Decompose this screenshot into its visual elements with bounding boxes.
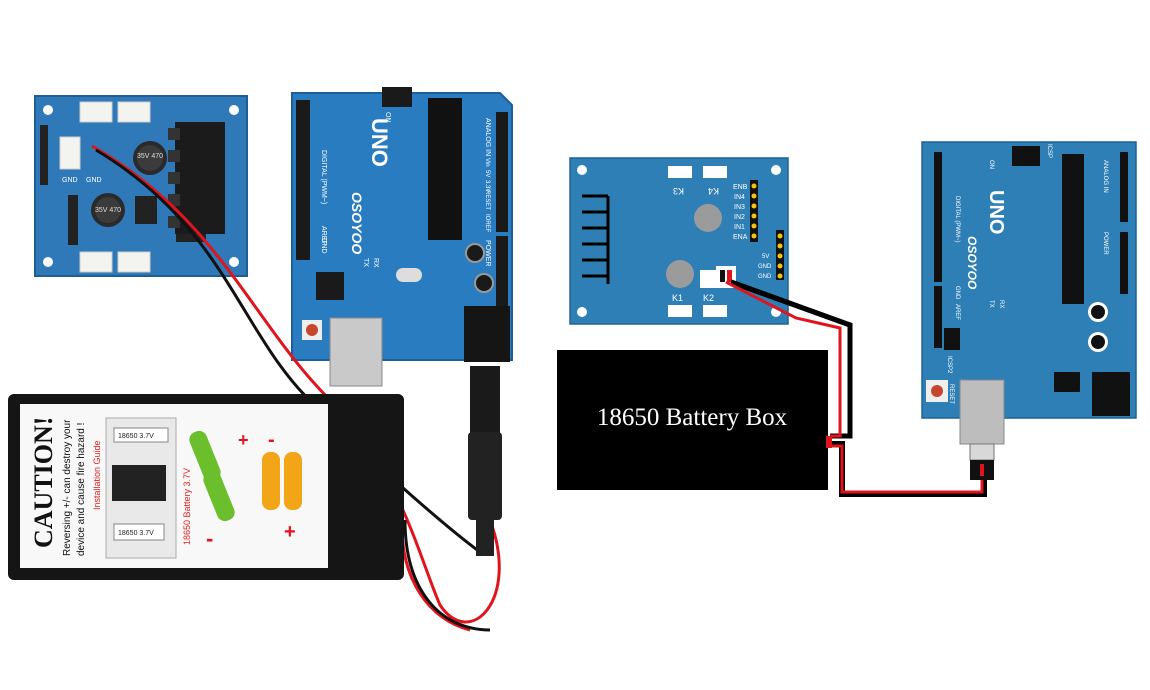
diagram-panel: K3 K4 K1 K2 ENB IN4 IN3 IN2 IN1 ENA [557,141,1137,497]
diagram-arduino-digital: DIGITAL (PWM~) [954,196,960,243]
photo-arduino-tx: TX [362,258,369,267]
photo-battery-spec: 18650 Battery 3.7V [182,468,192,545]
photo-motor-driver-board: 35V 470 35V 470 GND GND [34,95,248,277]
diagram-pin-ena: ENA [733,234,748,241]
diagram-pin-in4: IN4 [734,194,745,201]
diagram-arduino-rx: RX [998,300,1004,308]
diagram-k4-label: K4 [708,186,719,196]
diagram-arduino-brand: OSOYOO [965,236,979,290]
photo-arduino-rx: RX [372,258,379,268]
photo-arduino-ioref: IOREF [484,214,490,233]
diagram-pin-in1: IN1 [734,224,745,231]
diagram-pin-in3: IN3 [734,204,745,211]
diagram-arduino-icsp2: ICSP2 [946,356,952,374]
diagram-pin-gnd1: GND [758,264,772,270]
photo-arduino-model: UNO [367,118,392,167]
photo-plus-1: + [238,430,249,450]
photo-cap1-label: 35V 470 [137,153,163,160]
diagram-k3-label: K3 [673,186,684,196]
diagram-pin-enb: ENB [733,184,748,191]
diagram-arduino-reset: RESET [948,384,954,404]
photo-arduino-analog: ANALOG IN [484,118,491,156]
diagram-k1-label: K1 [672,293,683,303]
diagram-pin-5v: 5V [762,254,769,260]
diagram-arduino-on: ON [988,160,994,169]
photo-arduino-brand: OSOYOO [349,192,365,254]
photo-minus-1: - [206,526,213,551]
photo-arduino-vin: Vin [484,158,490,167]
photo-caution-title: CAUTION! [29,417,58,548]
diagram-arduino-tx: TX [988,300,994,308]
photo-gnd1-label: GND [62,177,78,184]
photo-battery-box: CAUTION! Reversing +/- can destroy your … [8,394,404,580]
photo-plus-2: + [284,521,296,543]
diagram-arduino-power: POWER [1102,232,1108,255]
photo-arduino-digital: DIGITAL (PWM~) [320,150,327,204]
photo-caution-line2: device and cause fire hazard ! [76,423,87,556]
photo-arduino-3v3: 3.3V [484,180,490,192]
photo-gnd2-label: GND [86,177,102,184]
photo-panel: 35V 470 35V 470 GND GND [8,87,513,632]
diagram-arduino-gnd: GND [954,286,960,300]
diagram-pin-in2: IN2 [734,214,745,221]
diagram-arduino-board: UNO OSOYOO DIGITAL (PWM~) ON ICSP ICSP2 … [921,141,1137,480]
diagram-motor-driver-board: K3 K4 K1 K2 ENB IN4 IN3 IN2 IN1 ENA [569,157,789,325]
diagram-battery-box: 18650 Battery Box [557,350,832,490]
diagram-pin-gnd2: GND [758,274,772,280]
photo-arduino-reset: RESET [484,190,490,210]
photo-caution-line1: Reversing +/- can destroy your [62,419,73,556]
photo-minus-2: - [268,429,275,451]
photo-arduino-5v: 5V [484,170,490,177]
diagram-driver-pins [751,183,757,239]
photo-guide-label: Installation Guide [92,440,102,510]
photo-dc-plug [468,366,502,556]
photo-arduino-power: POWER [484,240,491,266]
photo-cap2-label: 35V 470 [95,207,121,214]
photo-arduino-board: UNO OSOYOO DIGITAL (PWM~) ON POWER ANALO… [291,87,513,387]
diagram-arduino-analog: ANALOG IN [1102,160,1108,193]
photo-cell-bottom: 18650 3.7V [118,530,154,537]
diagram-wires [725,279,987,497]
photo-arduino-on: ON [384,112,391,123]
diagram-arduino-model: UNO [985,190,1007,234]
photo-arduino-gnd: GND [320,238,327,254]
photo-arduino-aref: AREF [320,226,327,245]
diagram-k2-label: K2 [703,293,714,303]
photo-cell-top: 18650 3.7V [118,433,154,440]
diagram-arduino-aref: AREF [954,304,960,320]
diagram-battery-label: 18650 Battery Box [597,404,788,431]
diagram-arduino-icsp: ICSP [1046,144,1052,158]
